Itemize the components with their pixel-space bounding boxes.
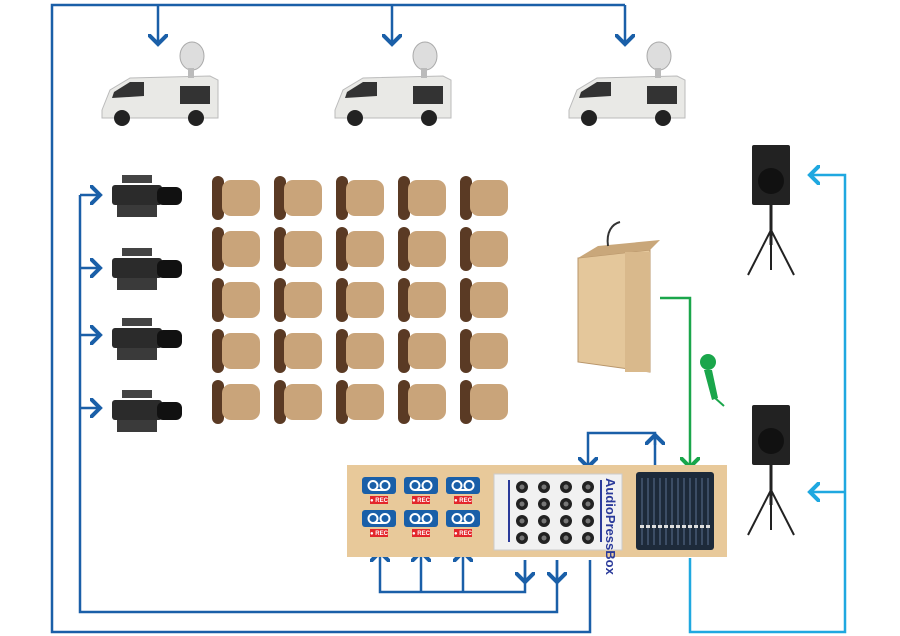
chair-icon — [274, 278, 322, 322]
audio-press-box: AudioPressBox — [493, 473, 623, 576]
chair-icon — [398, 380, 446, 424]
chair-icon — [274, 227, 322, 271]
recorder-icon: ● REC — [446, 510, 480, 537]
chair-icon — [460, 278, 508, 322]
rec-badge — [370, 496, 388, 504]
satellite-van-icon — [568, 41, 686, 127]
recorder-icon: ● REC — [404, 510, 438, 537]
video-feed-lines — [50, 3, 655, 634]
recorder-icon: ● REC — [404, 477, 438, 504]
chair-icon — [274, 380, 322, 424]
video-camera-icon — [112, 248, 182, 290]
chair-icon — [336, 329, 384, 373]
video-camera-icon — [112, 390, 182, 432]
podium-icon — [577, 221, 660, 373]
chair-icon — [398, 329, 446, 373]
chair-icon — [460, 176, 508, 220]
chair-icon — [336, 227, 384, 271]
rec-label: ● REC — [370, 531, 389, 537]
chair-icon — [212, 227, 260, 271]
video-camera-icon — [112, 175, 182, 217]
audio-mixer-icon — [636, 472, 714, 550]
rec-badge — [454, 529, 472, 537]
press-box-brand: AudioPressBox — [603, 478, 618, 576]
rec-label: ● REC — [454, 531, 473, 537]
chair-icon — [212, 380, 260, 424]
rec-label: ● REC — [412, 531, 431, 537]
chair-icon — [212, 329, 260, 373]
mic-line — [660, 296, 690, 467]
rec-badge — [412, 496, 430, 504]
rec-label: ● REC — [412, 498, 431, 504]
recorder-icon: ● REC — [446, 477, 480, 504]
chair-icon — [274, 176, 322, 220]
chair-icon — [460, 227, 508, 271]
chair-icon — [460, 329, 508, 373]
chair-icon — [274, 329, 322, 373]
rec-label: ● REC — [370, 498, 389, 504]
chair-icon — [212, 278, 260, 322]
video-camera-icon — [112, 318, 182, 360]
chair-icon — [336, 380, 384, 424]
rec-label: ● REC — [454, 498, 473, 504]
chair-icon — [398, 278, 446, 322]
chair-icon — [336, 278, 384, 322]
audience-seating — [212, 176, 508, 424]
chair-icon — [398, 176, 446, 220]
chair-icon — [460, 380, 508, 424]
chair-icon — [336, 176, 384, 220]
speaker-lines — [688, 175, 847, 634]
recorder-icon: ● REC — [362, 477, 396, 504]
speaker-icon — [746, 403, 796, 537]
rec-badge — [412, 529, 430, 537]
rec-badge — [370, 529, 388, 537]
recorders: ● REC ● REC ● REC ● REC ● REC ● REC — [362, 477, 480, 537]
microphone-icon — [700, 354, 725, 407]
satellite-van-icon — [101, 41, 219, 127]
satellite-van-icon — [334, 41, 452, 127]
speaker-icon — [746, 143, 796, 277]
rec-badge — [454, 496, 472, 504]
chair-icon — [212, 176, 260, 220]
recorder-icon: ● REC — [362, 510, 396, 537]
chair-icon — [398, 227, 446, 271]
